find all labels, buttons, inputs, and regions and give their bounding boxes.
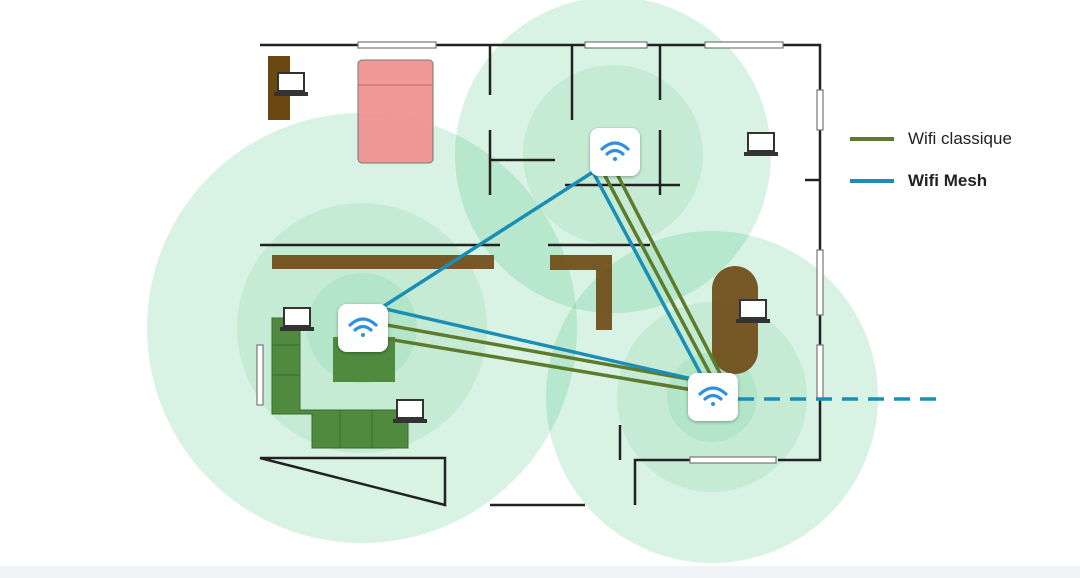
bed bbox=[357, 59, 434, 164]
windows bbox=[256, 41, 824, 464]
laptop-icon bbox=[744, 132, 778, 156]
router bbox=[590, 128, 640, 176]
wifi-icon bbox=[348, 317, 378, 337]
legend-swatch-mesh bbox=[850, 179, 894, 183]
window bbox=[816, 249, 824, 316]
mesh-wifi-links bbox=[380, 169, 945, 401]
laptop-icon bbox=[736, 299, 770, 323]
legend-label-mesh: Wifi Mesh bbox=[908, 171, 988, 190]
laptop-icon bbox=[280, 307, 314, 331]
classic-link bbox=[614, 171, 728, 386]
shelf-living bbox=[272, 255, 494, 269]
legend-swatch-classic bbox=[850, 137, 894, 141]
laptop-icon bbox=[274, 72, 308, 96]
window bbox=[357, 41, 437, 49]
sofa bbox=[271, 317, 409, 449]
router bbox=[688, 373, 738, 421]
classic-link bbox=[369, 320, 706, 384]
legend-label-classic: Wifi classique bbox=[908, 129, 1012, 148]
bottom-strip bbox=[0, 566, 1080, 578]
legend-item-mesh: Wifi Mesh bbox=[850, 160, 1012, 202]
legend: Wifi classique Wifi Mesh bbox=[850, 118, 1012, 202]
laptops bbox=[274, 72, 778, 423]
router bbox=[338, 304, 388, 352]
classic-link bbox=[369, 334, 706, 394]
window bbox=[689, 456, 777, 464]
window bbox=[584, 41, 648, 49]
dining-table bbox=[712, 266, 758, 374]
furniture bbox=[268, 56, 758, 449]
mesh-triangle bbox=[380, 169, 709, 385]
window bbox=[816, 344, 824, 401]
shelf-corner bbox=[550, 255, 612, 330]
classic-wifi-links bbox=[369, 171, 728, 394]
window bbox=[816, 89, 824, 131]
classic-link bbox=[601, 171, 718, 386]
wifi-icon bbox=[600, 141, 630, 161]
window bbox=[704, 41, 784, 49]
coverage-zones bbox=[147, 0, 878, 563]
legend-item-classic: Wifi classique bbox=[850, 118, 1012, 160]
laptop-icon bbox=[393, 399, 427, 423]
window bbox=[256, 344, 264, 406]
wifi-icon bbox=[698, 386, 728, 406]
